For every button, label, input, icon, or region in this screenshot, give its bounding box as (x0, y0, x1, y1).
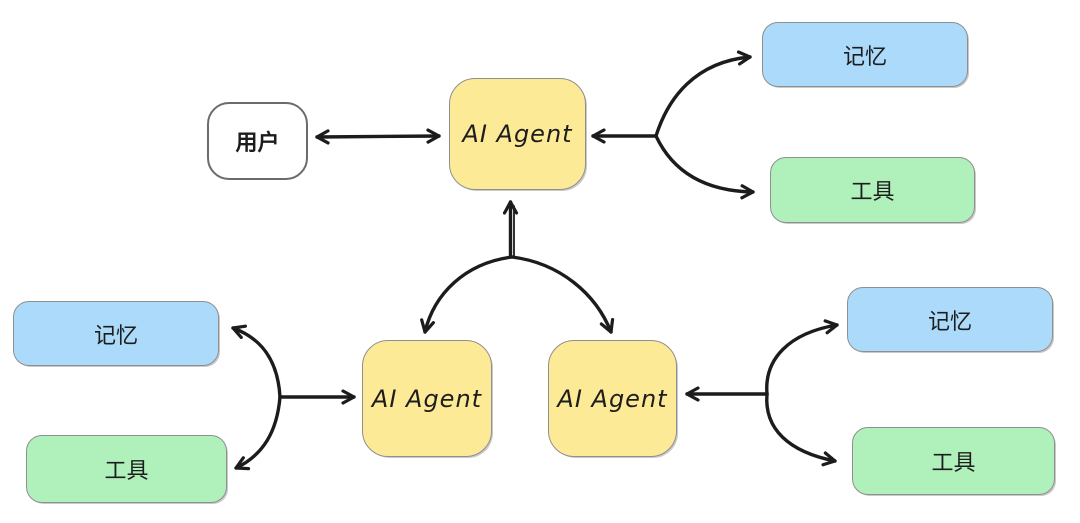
agent-top-node[interactable]: AI Agent (449, 78, 586, 190)
memory-bottom-left-node[interactable]: 记忆 (13, 301, 219, 366)
tool-top-right-label: 工具 (850, 179, 895, 204)
agent-left-node[interactable]: AI Agent (362, 340, 492, 457)
edge-trunk-to-agent-left (420, 255, 514, 334)
edge-trunk-to-agent-right (510, 255, 615, 334)
agent-right-label: AI Agent (557, 384, 668, 413)
user-node[interactable]: 用户 (207, 102, 308, 180)
user-node-label: 用户 (235, 130, 280, 155)
edge-agent-top-to-memory (654, 50, 752, 138)
tool-bottom-right-label: 工具 (931, 450, 976, 475)
agent-right-node[interactable]: AI Agent (548, 340, 677, 457)
tool-top-right-node[interactable]: 工具 (770, 157, 975, 223)
memory-top-right-label: 记忆 (842, 43, 887, 69)
edge-agent-right-to-tool (765, 392, 837, 467)
tool-bottom-right-node[interactable]: 工具 (852, 427, 1055, 495)
memory-bottom-right-label: 记忆 (927, 308, 972, 334)
edge-agent-right-to-memory (765, 319, 839, 396)
edge-user-agent (315, 128, 441, 145)
tool-bottom-left-node[interactable]: 工具 (26, 435, 227, 503)
agent-left-label: AI Agent (371, 384, 483, 413)
memory-bottom-right-node[interactable]: 记忆 (847, 287, 1053, 352)
edge-agent-left-to-memory (231, 324, 282, 399)
memory-bottom-left-label: 记忆 (93, 322, 138, 348)
tool-bottom-left-label: 工具 (104, 458, 149, 483)
edge-agent-top-to-tool (654, 134, 755, 200)
memory-top-right-node[interactable]: 记忆 (762, 22, 968, 87)
agent-top-label: AI Agent (462, 120, 573, 148)
edge-agent-left-to-tool (234, 395, 282, 471)
